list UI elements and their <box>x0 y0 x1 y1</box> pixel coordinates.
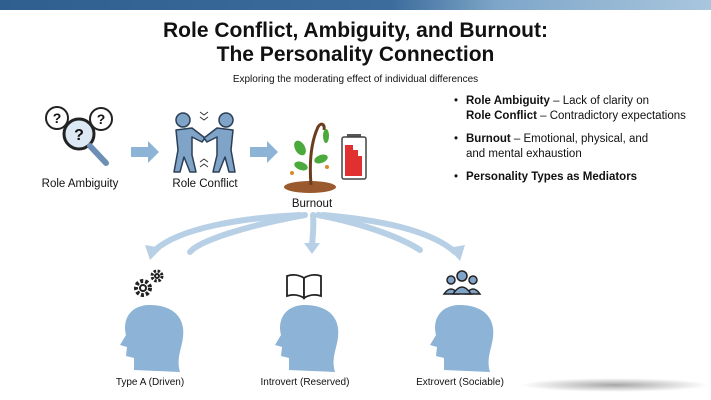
bullet-role-conflict: Role Conflict – Contradictory expectatio… <box>466 110 686 122</box>
bullet-burnout: •Burnout – Emotional, physical, and <box>454 133 649 145</box>
bullet-list: •Role Ambiguity – Lack of clarity on Rol… <box>452 94 711 193</box>
group-icon <box>442 270 482 295</box>
wilting-plant-icon <box>284 122 336 193</box>
arrow-right-icon <box>250 141 278 163</box>
decorative-shadow <box>520 378 710 392</box>
subtitle: Exploring the moderating effect of indiv… <box>232 74 479 85</box>
branch-arrowheads <box>145 243 465 261</box>
branch-arrows <box>152 212 458 255</box>
extrovert-label: Extrovert (Sociable) <box>416 377 504 388</box>
type-a-label: Type A (Driven) <box>115 377 185 388</box>
top-banner <box>0 0 711 10</box>
low-battery-icon <box>341 134 367 180</box>
gears-icon <box>134 269 164 297</box>
introvert-label: Introvert (Reserved) <box>260 377 350 388</box>
bullet-role-ambiguity: •Role Ambiguity – Lack of clarity on <box>454 95 649 107</box>
head-silhouette-icon <box>275 305 339 372</box>
role-conflict-label: Role Conflict <box>172 178 238 190</box>
svg-text:?: ? <box>53 110 62 126</box>
title-line-1: Role Conflict, Ambiguity, and Burnout: <box>163 19 548 42</box>
conflict-figures-icon <box>173 111 236 173</box>
bullet-personality-types: •Personality Types as Mediators <box>454 171 638 183</box>
title-line-2: The Personality Connection <box>216 43 495 66</box>
book-icon <box>286 273 322 300</box>
role-ambiguity-label: Role Ambiguity <box>41 178 119 190</box>
head-silhouette-icon <box>430 305 494 372</box>
svg-text:?: ? <box>97 111 106 127</box>
magnifier-question-icon: ? ? ? <box>45 106 113 166</box>
svg-text:?: ? <box>74 127 84 144</box>
arrow-right-icon <box>131 141 159 163</box>
head-silhouette-icon <box>120 305 184 372</box>
burnout-label: Burnout <box>291 198 333 210</box>
bullet-burnout-continued: and mental exhaustion <box>466 148 582 160</box>
